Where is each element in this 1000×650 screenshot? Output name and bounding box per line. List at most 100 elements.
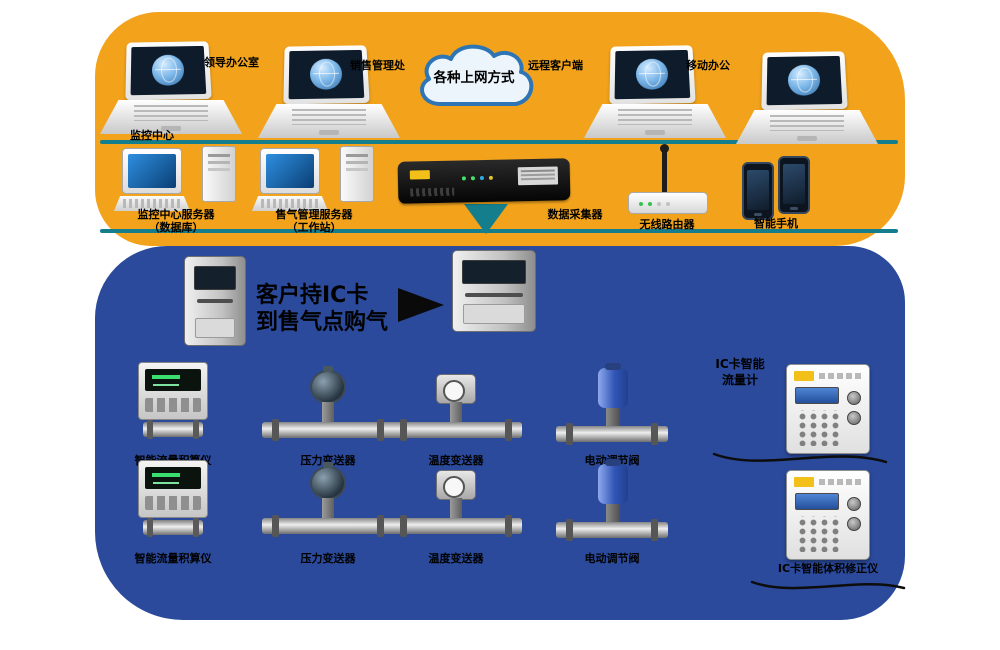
pipe-section: [390, 515, 522, 537]
laptop-display: [614, 49, 691, 100]
device-caption: 温度变送器: [428, 454, 484, 467]
laptop-keyboard: [100, 100, 242, 134]
connector-ports: [844, 389, 862, 441]
pipe-section: [143, 518, 203, 537]
device-caption: 电动调节阀: [584, 552, 640, 565]
monitor: [260, 148, 320, 194]
server-2-caption-line2: （工作站）: [286, 221, 342, 234]
pressure-transmitter-1: [262, 366, 394, 444]
server-pc-2: [250, 146, 378, 220]
flow-computer-1: [138, 362, 208, 450]
control-valve-1: [556, 363, 668, 448]
device-caption: 温度变送器: [428, 552, 484, 565]
keypad: [795, 516, 841, 552]
smartphone-2: [778, 156, 810, 214]
kiosk-panel: [195, 318, 235, 338]
ic-card-corrector-1: [786, 364, 870, 454]
keyboard: [252, 196, 328, 211]
laptop-2-label: 销售管理处: [350, 59, 405, 72]
phones-caption: 智能手机: [754, 217, 798, 230]
device-display: [795, 387, 839, 404]
collector-caption: 数据采集器: [547, 208, 603, 221]
device-display: [795, 493, 839, 510]
purchase-text-line2: 到售气点购气: [256, 310, 389, 335]
transmitter-stem: [322, 498, 334, 520]
card-management-machine: [452, 250, 536, 332]
laptop-screen: [761, 51, 848, 111]
laptop-screen: [609, 45, 696, 105]
kiosk-screen: [194, 266, 236, 290]
globe-icon: [309, 58, 343, 90]
pipe-section: [262, 419, 394, 441]
globe-icon: [151, 54, 185, 86]
pipe-section: [556, 519, 668, 541]
transmitter-head: [436, 374, 476, 404]
temperature-transmitter-1: [390, 366, 522, 444]
valve-actuator: [598, 459, 628, 504]
pipe-section: [143, 420, 203, 439]
corrector-caption: IC卡智能体积修正仪: [777, 562, 879, 575]
temperature-transmitter-2: [390, 462, 522, 540]
network-bus-line-bottom: [100, 229, 898, 233]
transmitter-stem: [450, 402, 462, 424]
server-2-caption-line1: 售气管理服务器: [275, 208, 353, 221]
device-buttons: [145, 398, 201, 412]
keyboard: [114, 196, 190, 211]
control-valve-2: [556, 459, 668, 544]
kiosk-screen: [462, 260, 526, 284]
laptop-1: [100, 40, 242, 134]
right-label-line1: IC卡智能: [715, 357, 765, 371]
laptop-display: [766, 55, 843, 106]
card-slot: [465, 293, 523, 297]
laptop-keyboard: [584, 104, 726, 138]
card-slot: [197, 299, 233, 303]
server-1-caption-line1: 监控中心服务器: [137, 208, 215, 221]
right-label-line2: 流量计: [721, 373, 758, 387]
ic-card-corrector-2: [786, 470, 870, 560]
monitor-screen: [266, 154, 314, 188]
globe-icon: [787, 64, 821, 96]
flow-arrow-icon: [398, 288, 444, 322]
monitor-center-caption: 监控中心: [130, 129, 174, 142]
laptop-3: [584, 44, 726, 138]
wireless-router: [628, 144, 708, 214]
device-caption: 智能流量积算仪: [134, 552, 212, 565]
laptop-display: [130, 45, 207, 96]
server-tower: [202, 146, 236, 202]
device-display: [145, 369, 201, 391]
brand-logo: [794, 371, 814, 381]
laptop-4-label: 移动办公: [686, 59, 730, 72]
laptop-1-label: 领导办公室: [204, 56, 259, 69]
led-indicators: [461, 176, 466, 181]
server-pc-1: [112, 146, 240, 220]
data-collector-device: [397, 158, 571, 204]
flow-computer-2: [138, 460, 208, 548]
laptop-keyboard: [736, 110, 878, 144]
smartphone-1: [742, 162, 774, 220]
laptop-3-label: 远程客户端: [528, 59, 583, 72]
brand-logo: [409, 170, 430, 180]
keypad: [795, 410, 841, 446]
network-bus-line-top: [100, 140, 898, 144]
brand-logo: [794, 477, 814, 487]
valve-stem: [606, 408, 620, 428]
laptop-4: [736, 50, 878, 144]
globe-icon: [635, 58, 669, 90]
monitor: [122, 148, 182, 194]
cloud-label: 各种上网方式: [433, 70, 515, 86]
router-body: [628, 192, 708, 214]
valve-actuator: [598, 363, 628, 408]
kiosk-panel: [463, 304, 525, 324]
vents: [410, 187, 455, 197]
pressure-transmitter-2: [262, 462, 394, 540]
gas-selling-kiosk: [184, 256, 246, 346]
internet-cloud-shape: [420, 44, 534, 106]
device-buttons: [145, 496, 201, 510]
wireless-link-curve-2: [750, 580, 906, 590]
device-caption: 压力变送器: [300, 454, 356, 467]
pipe-section: [262, 515, 394, 537]
transmitter-head: [310, 366, 346, 404]
device-display: [145, 467, 201, 489]
monitor-screen: [128, 154, 176, 188]
pipe-section: [556, 423, 668, 445]
